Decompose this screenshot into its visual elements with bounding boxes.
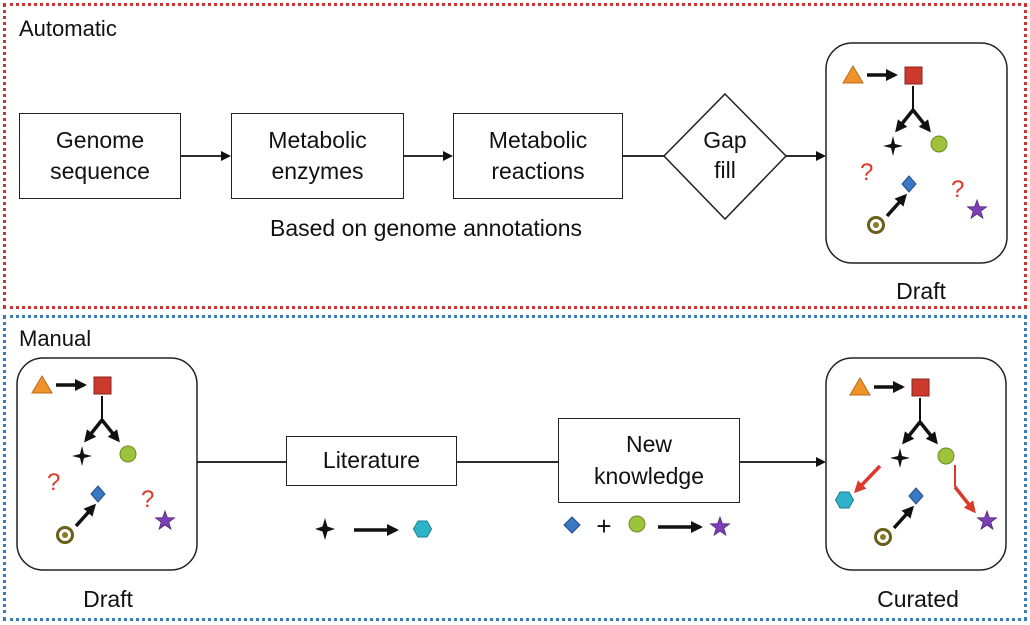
- automatic-panel-title: Automatic: [19, 16, 117, 41]
- automatic-panel: [3, 3, 1027, 309]
- draft-network-box-top: [825, 42, 1008, 264]
- new-knowledge-box: New knowledge: [558, 418, 740, 503]
- genome-sequence-box: Genome sequence: [19, 113, 181, 199]
- gap-fill-diamond: [662, 92, 788, 221]
- curated-label: Curated: [877, 586, 959, 612]
- circle-metabolite-icon: [628, 515, 646, 533]
- draft-label-top: Draft: [896, 278, 946, 304]
- gap-fill-text-line1: Gap: [703, 127, 746, 153]
- curated-network-box: [825, 357, 1007, 571]
- literature-box: Literature: [286, 436, 457, 486]
- unknown-mark-bottom-1: ?: [47, 469, 60, 496]
- unknown-mark-top-2: ?: [951, 176, 964, 203]
- plus-sign: +: [596, 511, 611, 541]
- hexagon-icon-curated: [834, 491, 855, 509]
- draft-network-box-bottom: [16, 357, 198, 571]
- star-icon-bottom: [154, 509, 176, 531]
- diamond-metabolite-icon: [563, 516, 581, 534]
- sparkle-metabolite-icon: [315, 518, 335, 540]
- unknown-mark-bottom-2: ?: [141, 486, 154, 513]
- manual-panel: [3, 315, 1027, 621]
- curated-arrow-to-star: [953, 485, 976, 514]
- star-icon-curated: [976, 509, 998, 531]
- gap-fill-text-line2: fill: [714, 157, 736, 183]
- unknown-mark-top-1: ?: [860, 159, 873, 186]
- hexagon-metabolite-icon: [412, 520, 433, 538]
- annotation-note: Based on genome annotations: [269, 215, 583, 241]
- metabolic-enzymes-box: Metabolic enzymes: [231, 113, 404, 199]
- star-icon-top: [966, 198, 988, 220]
- curated-arrow-to-hexagon: [853, 464, 882, 494]
- metabolic-reactions-box: Metabolic reactions: [453, 113, 623, 199]
- star-metabolite-icon: [709, 515, 731, 537]
- draft-label-bottom: Draft: [83, 586, 133, 612]
- manual-panel-title: Manual: [19, 326, 92, 351]
